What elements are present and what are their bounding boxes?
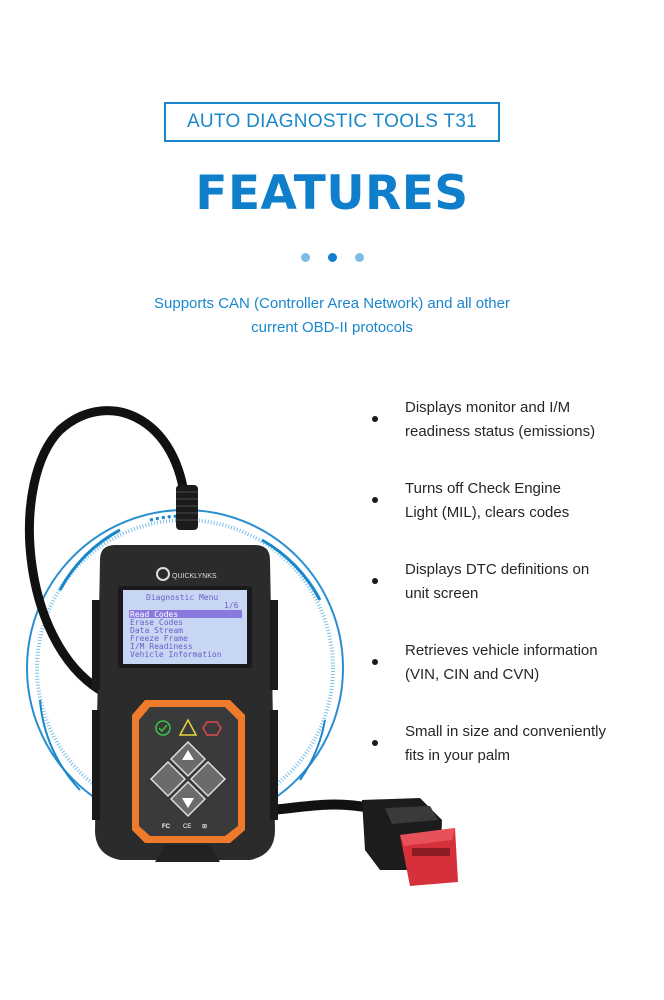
svg-text:I/M Readiness: I/M Readiness [130, 642, 193, 651]
cable [25, 406, 371, 815]
bullet-icon [372, 416, 378, 422]
page-title: FEATURES [195, 166, 469, 221]
svg-text:Diagnostic Menu: Diagnostic Menu [146, 593, 218, 602]
feature-text: Displays DTC definitions on [405, 561, 590, 578]
svg-text:QUICKLYNKS: QUICKLYNKS [172, 573, 217, 580]
subtitle-line: Supports CAN (Controller Area Network) a… [154, 295, 510, 312]
dpad [149, 740, 227, 818]
svg-text:Freeze Frame: Freeze Frame [130, 634, 188, 643]
feature-text: Light (MIL), clears codes [405, 504, 570, 521]
keypad: FC CE ⊠ [132, 700, 245, 843]
product-label: AUTO DIAGNOSTIC TOOLS T31 [186, 111, 478, 132]
brand-logo: QUICKLYNKS [156, 567, 217, 581]
pager-dots [0, 253, 664, 262]
pager-dot[interactable] [354, 253, 364, 262]
check-icon [155, 720, 171, 736]
bullet-icon [372, 578, 378, 584]
bullet-icon [372, 740, 378, 746]
product-label-box: AUTO DIAGNOSTIC TOOLS T31 [164, 102, 500, 142]
svg-text:Data Stream: Data Stream [130, 626, 183, 635]
pager-dot[interactable] [300, 253, 310, 262]
svg-text:Vehicle Information: Vehicle Information [130, 650, 222, 659]
feature-text: Turns off Check Engine [405, 480, 561, 497]
feature-item: Displays monitor and I/M readiness status… [372, 396, 652, 477]
feature-text: unit screen [405, 585, 479, 602]
feature-item: Displays DTC definitions on unit screen [372, 558, 652, 639]
subtitle: Supports CAN (Controller Area Network) a… [100, 292, 564, 340]
svg-text:1/6: 1/6 [224, 601, 239, 610]
feature-text: Retrieves vehicle information [405, 642, 598, 659]
feature-item: Small in size and conveniently fits in yo… [372, 720, 652, 801]
error-icon [202, 721, 222, 736]
pager-dot-active[interactable] [327, 253, 337, 262]
obd-connector [362, 798, 458, 886]
warning-icon [178, 718, 198, 736]
enter-button[interactable] [189, 760, 227, 798]
subtitle-line: current OBD-II protocols [251, 319, 413, 336]
bullet-icon [372, 659, 378, 665]
svg-text:FC: FC [162, 824, 171, 830]
feature-text: Displays monitor and I/M [405, 399, 571, 416]
lcd-screen: Diagnostic Menu 1/6 Read Codes Erase Cod… [118, 586, 252, 668]
back-button[interactable] [149, 760, 187, 798]
feature-item: Retrieves vehicle information (VIN, CIN a… [372, 639, 652, 720]
product-image: QUICKLYNKS Diagnostic Menu 1/6 Read Code… [0, 380, 664, 940]
feature-text: Small in size and conveniently [405, 723, 606, 740]
svg-text:Read Codes: Read Codes [130, 610, 178, 619]
feature-text: (VIN, CIN and CVN) [405, 666, 540, 683]
svg-text:Erase Codes: Erase Codes [130, 618, 183, 627]
feature-text: readiness status (emissions) [405, 423, 596, 440]
svg-text:⊠: ⊠ [202, 824, 207, 830]
feature-list: Displays monitor and I/M readiness status… [372, 396, 652, 801]
svg-text:CE: CE [183, 824, 191, 830]
feature-text: fits in your palm [405, 747, 511, 764]
bullet-icon [372, 497, 378, 503]
